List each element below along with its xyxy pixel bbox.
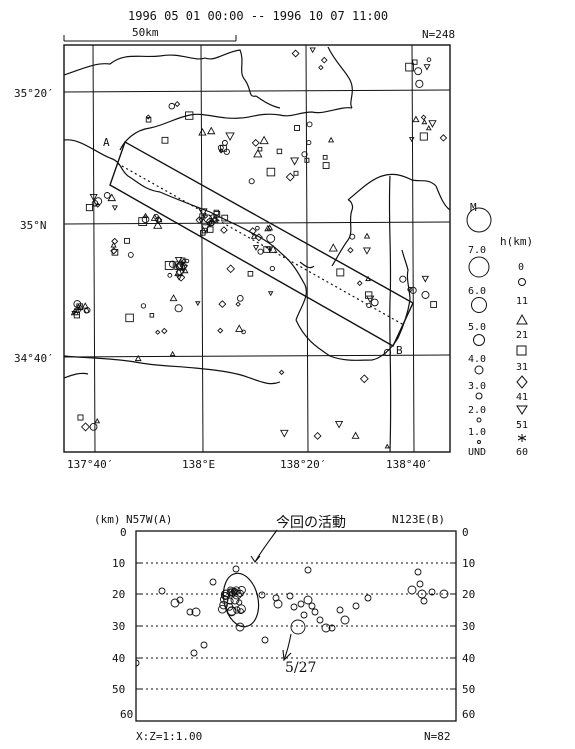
cs-right-20: 20 — [462, 588, 475, 601]
cs-right-10: 10 — [462, 557, 475, 570]
map-frame — [63, 44, 451, 453]
cs-count: N=82 — [424, 730, 451, 743]
cs-left-20: 20 — [112, 588, 125, 601]
legend-m-und: UND — [468, 447, 486, 458]
lat-label-35: 35°N — [20, 219, 47, 232]
lon-label-138: 138°E — [182, 458, 215, 471]
cs-left-50: 50 — [112, 683, 125, 696]
distance-scale-bar — [63, 35, 237, 42]
legend-inverted-triangle-icon — [516, 405, 528, 415]
legend-circle-icon — [518, 278, 526, 286]
legend-m-2: 2.0 — [468, 405, 486, 416]
cs-right-0: 0 — [462, 526, 469, 539]
period-label: 1996 05 01 00:00 -- 1996 10 07 11:00 — [128, 9, 388, 23]
activity-arrow-head-icon — [250, 555, 261, 563]
legend-magnitude-title: M — [470, 201, 477, 214]
legend-m-1: 1.0 — [468, 427, 486, 438]
legend-depth-11: 11 — [516, 296, 528, 307]
legend-triangle-icon — [516, 313, 528, 325]
legend-depth-51: 51 — [516, 420, 528, 431]
lon-label-138-40: 138°40′ — [386, 458, 432, 471]
legend-m-3: 3.0 — [468, 381, 486, 392]
legend-depth-31: 31 — [516, 362, 528, 373]
activity-annotation: 今回の活動 — [276, 515, 346, 531]
lon-label-137-40: 137°40′ — [67, 458, 113, 471]
cross-section-strip — [109, 140, 414, 347]
legend-depth-0: 0 — [518, 262, 524, 273]
activity-cluster-outline — [222, 572, 260, 628]
legend-magnitude-circles — [466, 207, 492, 444]
cs-left-60: 60 — [120, 708, 133, 721]
event-count: N=248 — [422, 28, 455, 41]
legend-depth-symbols — [516, 278, 528, 442]
legend-depth-41: 41 — [516, 392, 528, 403]
legend-m-7: 7.0 — [468, 245, 486, 256]
legend-asterisk-icon — [517, 434, 527, 442]
cs-right-30: 30 — [462, 620, 475, 633]
legend-depth-title: h(km) — [500, 235, 533, 248]
section-end-b: B — [396, 344, 403, 357]
cs-left-30: 30 — [112, 620, 125, 633]
lon-label-138-20: 138°20′ — [280, 458, 326, 471]
cs-scale-ratio: X:Z=1:1.00 — [136, 730, 202, 743]
legend-depth-60: 60 — [516, 447, 528, 458]
cs-left-40: 40 — [112, 652, 125, 665]
cs-unit-label: (km) — [94, 513, 121, 526]
graticule — [64, 45, 450, 452]
cs-left-10: 10 — [112, 557, 125, 570]
section-end-a: A — [103, 136, 110, 149]
lat-label-34-40: 34°40′ — [14, 352, 54, 365]
legend: M h(km) 7.0 6.0 5.0 4.0 3.0 2.0 1.0 UND — [466, 201, 533, 458]
legend-square-icon — [516, 345, 527, 356]
legend-diamond-icon — [516, 375, 528, 389]
cs-left-label: N57W(A) — [126, 513, 172, 526]
legend-m-4: 4.0 — [468, 354, 486, 365]
epicenter-symbols — [70, 47, 448, 449]
scale-label: 50km — [132, 26, 159, 39]
date-annotation-arrow — [283, 633, 292, 661]
cross-section-plot: (km) N57W(A) N123E(B) 60 60 0 0 10 10 20… — [94, 513, 475, 743]
legend-m-6: 6.0 — [468, 286, 486, 297]
cs-right-40: 40 — [462, 652, 475, 665]
date-arrow-head-icon — [282, 649, 292, 662]
cs-right-50: 50 — [462, 683, 475, 696]
legend-m-5: 5.0 — [468, 322, 486, 333]
legend-depth-21: 21 — [516, 330, 528, 341]
date-annotation: 5/27 — [285, 660, 316, 676]
cs-depth-ticks — [136, 562, 456, 690]
cs-hypocenters — [136, 565, 449, 667]
cs-depth-gridlines — [136, 562, 456, 690]
coastline — [64, 46, 450, 452]
cs-right-60: 60 — [462, 708, 475, 721]
cs-left-0: 0 — [120, 526, 127, 539]
epicenter-map: 35°20′ 35°N 34°40′ 137°40′ 138°E 138°20′… — [14, 44, 451, 471]
lat-label-35-20: 35°20′ — [14, 87, 54, 100]
cs-right-label: N123E(B) — [392, 513, 445, 526]
